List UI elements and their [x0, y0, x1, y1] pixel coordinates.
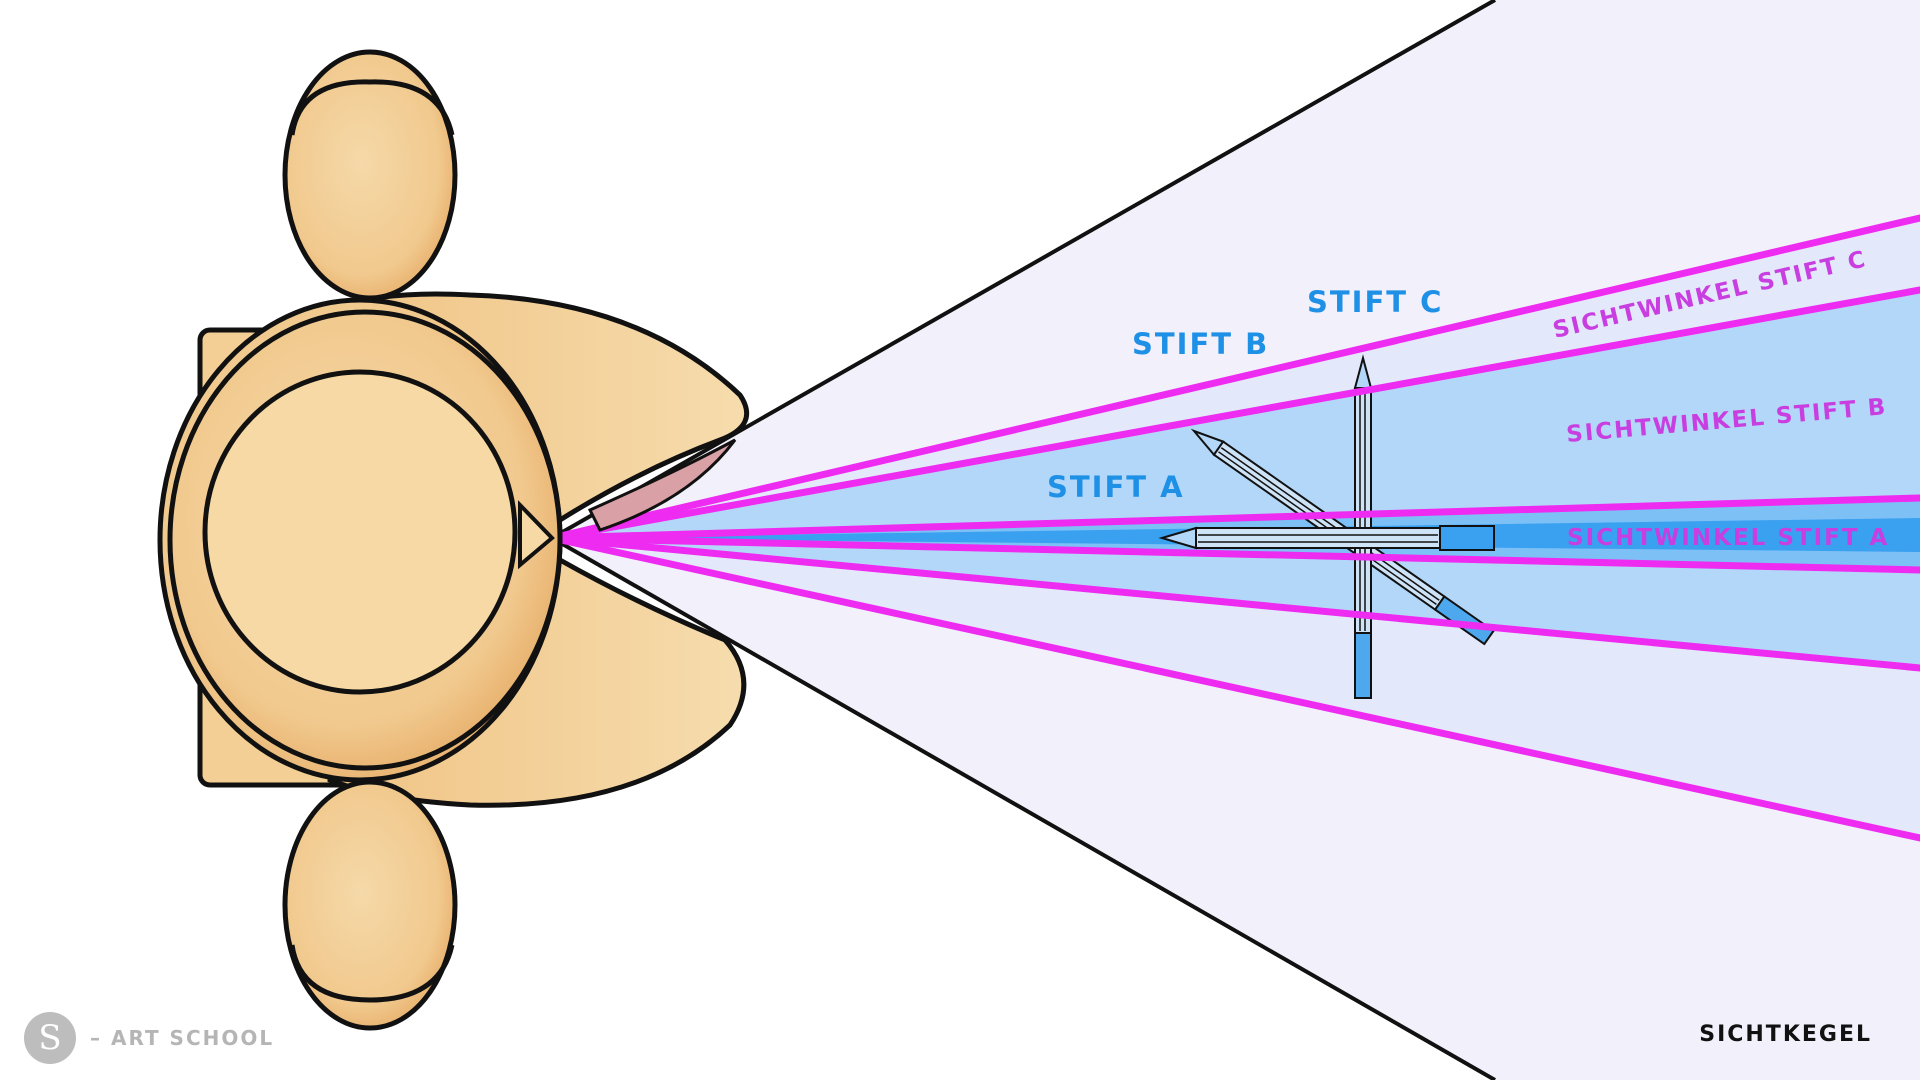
- foot-bottom: [282, 779, 458, 1031]
- person-top-view: [157, 49, 750, 1031]
- foot-bottom-toe: [289, 944, 455, 1003]
- sight-line-b-lower: [548, 534, 1920, 672]
- sight-lines: [548, 214, 1920, 842]
- sight-line-b-upper: [548, 286, 1920, 542]
- sight-line-c-upper: [548, 214, 1920, 542]
- brand: S – ART SCHOOL: [24, 1010, 274, 1066]
- label-pen-a: STIFT A: [1047, 470, 1185, 504]
- pen-a: [1158, 525, 1495, 551]
- sight-line-a-upper: [548, 494, 1920, 542]
- page-title: SICHTKEGEL: [1699, 1022, 1872, 1047]
- pen-c: [1353, 354, 1373, 699]
- cone-edge-top: [551, 0, 1496, 540]
- label-angle-a: SICHTWINKEL STIFT A: [1567, 525, 1889, 551]
- sight-line-a-lower: [548, 534, 1920, 574]
- head: [202, 369, 518, 695]
- brand-text: – ART SCHOOL: [90, 1026, 275, 1050]
- nose: [518, 500, 555, 570]
- label-pen-b: STIFT B: [1132, 327, 1269, 361]
- foot-top: [282, 49, 458, 301]
- brand-logo-icon: S: [24, 1012, 76, 1064]
- foot-top-toe: [289, 79, 455, 136]
- angle-region-b: [552, 290, 1920, 668]
- sight-line-c-lower: [548, 534, 1920, 842]
- arm-shadow: [587, 438, 737, 532]
- cone-edge-bottom: [551, 536, 1496, 1080]
- label-pen-c: STIFT C: [1307, 285, 1443, 319]
